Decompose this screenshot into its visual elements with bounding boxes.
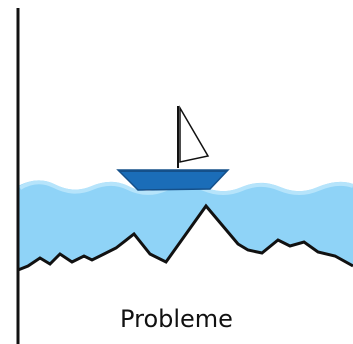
water-body bbox=[18, 180, 353, 270]
boat-hull bbox=[116, 169, 230, 191]
caption: Probleme bbox=[120, 305, 233, 333]
seabed-line bbox=[17, 203, 353, 272]
boat-sail bbox=[179, 105, 210, 163]
sailboat-icon bbox=[116, 105, 230, 191]
